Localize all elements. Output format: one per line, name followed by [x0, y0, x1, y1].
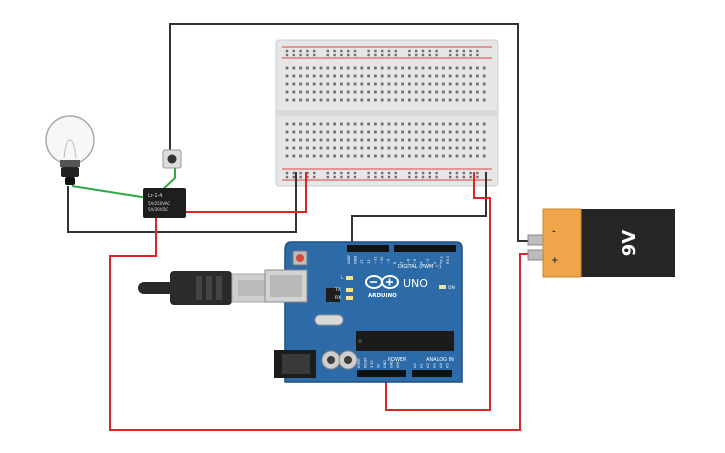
power-pin-label: IOREF: [357, 358, 361, 368]
power-pin-label: GND: [390, 360, 394, 368]
digital-pin-label: ~11: [373, 256, 377, 264]
wire-green-lamp-relay[interactable]: [71, 185, 149, 199]
power-pin-label: 3.3V: [370, 360, 374, 368]
arduino-model: UNO: [403, 277, 428, 290]
header-power-label: POWER: [388, 357, 407, 363]
relay[interactable]: Lr-1-4 5A/250VAC 5A/30VDC: [143, 188, 186, 218]
relay-title: Lr-1-4: [148, 193, 163, 199]
wire-black-arduino-breadboard[interactable]: [351, 172, 487, 244]
arduino-logo: [365, 275, 399, 289]
digital-pin-label: 4: [420, 261, 424, 264]
arduino-logo-text: ARDUINO: [368, 293, 397, 299]
led-on-label: ON: [448, 285, 455, 291]
header-analog-label: ANALOG IN: [426, 357, 454, 363]
led-tx-label: TX: [334, 287, 341, 293]
digital-pin-label: 8: [393, 261, 397, 264]
wire-black-lamp-breadboard[interactable]: [67, 172, 297, 233]
battery-plus: +: [551, 256, 559, 266]
analog-pin-label: A0: [413, 363, 417, 368]
analog-pin-label: A3: [433, 363, 437, 368]
wire-green-button-relay[interactable]: [159, 168, 176, 193]
wire-red-relay-battery[interactable]: [109, 218, 528, 431]
battery-9v[interactable]: - + 9V: [527, 208, 675, 278]
digital-pin-label: TX 1: [439, 256, 443, 265]
wire-black-top[interactable]: [169, 23, 528, 242]
digital-pin-label: ~10: [380, 256, 384, 264]
arduino-uno[interactable]: L TX RX ON ARDUINO UNO DIGITAL (PWM ~) P…: [264, 241, 463, 383]
analog-pin-label: A4: [439, 363, 443, 368]
led-rx-label: RX: [335, 295, 341, 301]
digital-pin-label: AREF: [347, 255, 351, 264]
digital-pin-label: ~9: [387, 258, 391, 264]
pushbutton[interactable]: [162, 149, 182, 169]
power-pin-label: RESET: [364, 356, 368, 368]
digital-pin-label: RX 0: [446, 255, 450, 264]
digital-pin-label: 12: [367, 259, 371, 264]
digital-pin-label: GND: [354, 256, 358, 264]
digital-pin-label: 13: [360, 259, 364, 264]
digital-pin-label: ~3: [426, 259, 430, 264]
breadboard[interactable]: [275, 39, 499, 187]
breadboard-holes: [285, 49, 486, 179]
analog-pin-label: A1: [420, 363, 424, 368]
battery-minus: -: [552, 227, 556, 237]
usb-cable[interactable]: [138, 271, 283, 305]
relay-rating-dc: 5A/30VDC: [148, 207, 169, 212]
wire-red-arduino-breadboard[interactable]: [385, 172, 491, 411]
relay-rating-ac: 5A/250VAC: [148, 201, 170, 206]
battery-label: 9V: [619, 230, 640, 257]
wire-red-relay-breadboard[interactable]: [186, 172, 307, 213]
analog-pin-label: A5: [446, 363, 450, 368]
digital-pin-label: 2: [433, 262, 437, 264]
power-pin-label: 5V: [377, 363, 381, 368]
power-pin-label: VIN: [396, 362, 400, 368]
digital-pin-label: 7: [400, 262, 404, 264]
led-l-label: L: [341, 275, 344, 281]
digital-pin-label: ~6: [406, 258, 410, 264]
light-bulb[interactable]: [45, 115, 95, 185]
analog-pin-label: A2: [426, 363, 430, 368]
digital-pin-label: ~5: [413, 259, 417, 264]
header-digital-label: DIGITAL (PWM ~): [398, 264, 441, 270]
power-pin-label: GND: [383, 360, 387, 368]
